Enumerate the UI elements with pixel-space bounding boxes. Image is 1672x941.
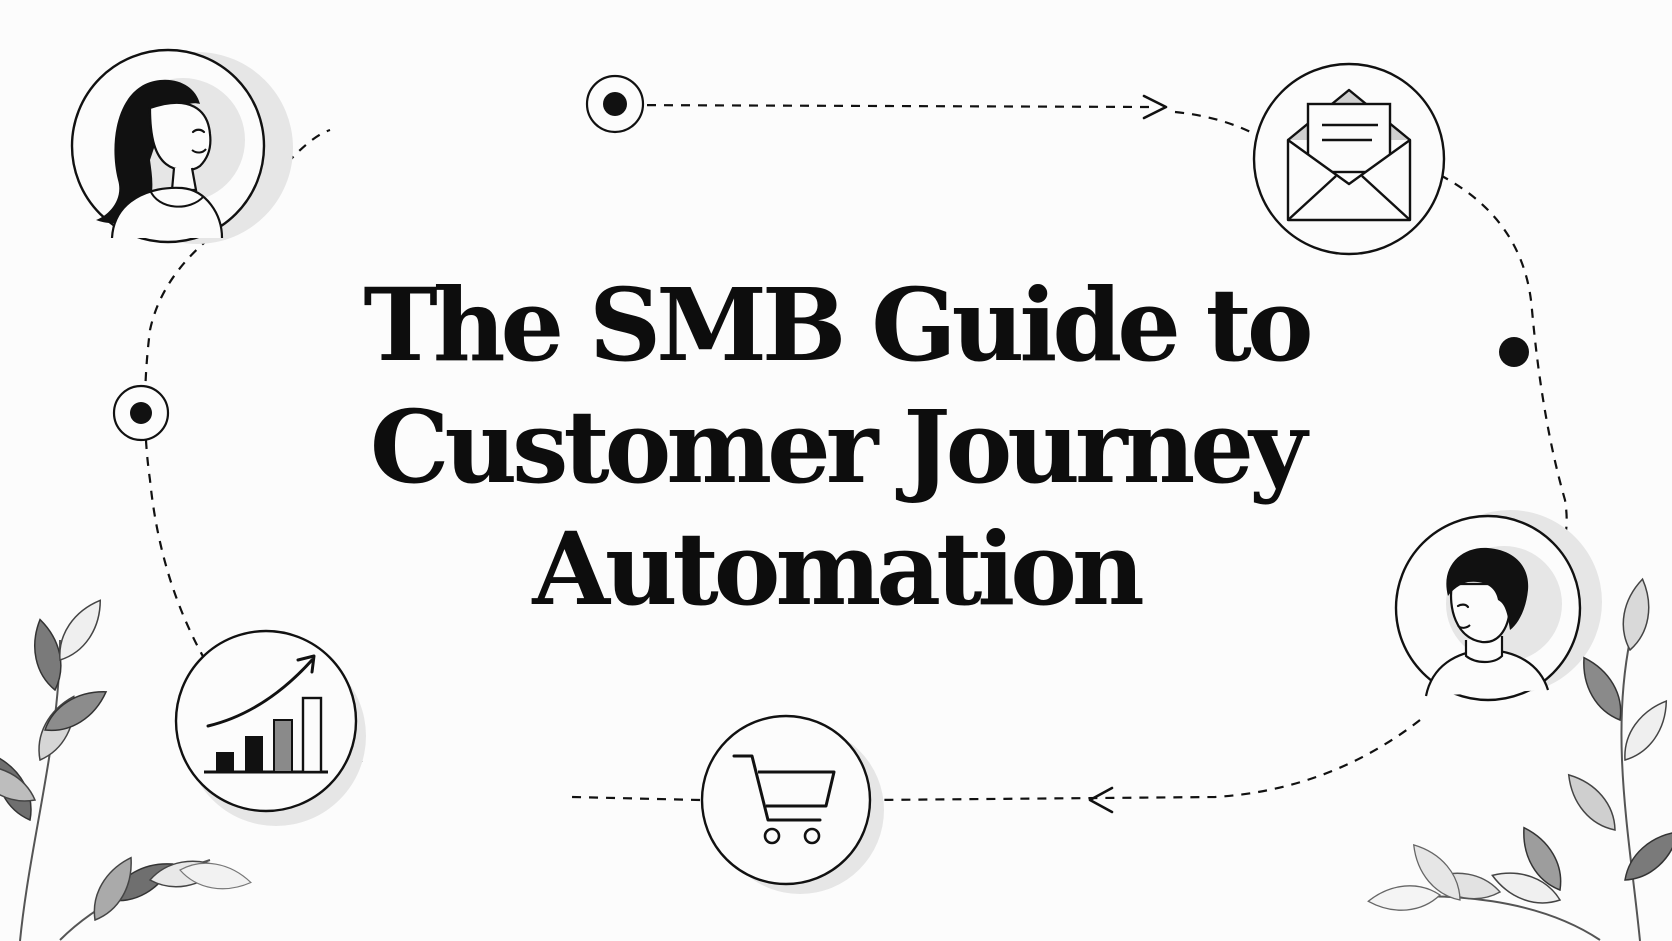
title-line-3: Automation (532, 510, 1144, 628)
title-line-2: Customer Journey (369, 388, 1307, 506)
journey-dot-right (1499, 337, 1529, 367)
leaf-branch-icon (1366, 576, 1672, 941)
man-avatar-icon (1394, 510, 1602, 702)
journey-node-left (112, 384, 170, 442)
page-title: The SMB Guide to Customer Journey Automa… (236, 264, 1436, 630)
arrow-left-icon (1088, 786, 1114, 814)
email-envelope-icon (1252, 62, 1446, 256)
leaf-branch-icon (0, 592, 254, 941)
shopping-cart-icon (700, 714, 884, 894)
woman-avatar-icon (70, 48, 293, 244)
journey-node-top (585, 74, 645, 134)
title-line-1: The SMB Guide to (363, 266, 1313, 384)
growth-bar-chart-icon (174, 629, 366, 826)
arrow-right-icon (1142, 94, 1168, 120)
